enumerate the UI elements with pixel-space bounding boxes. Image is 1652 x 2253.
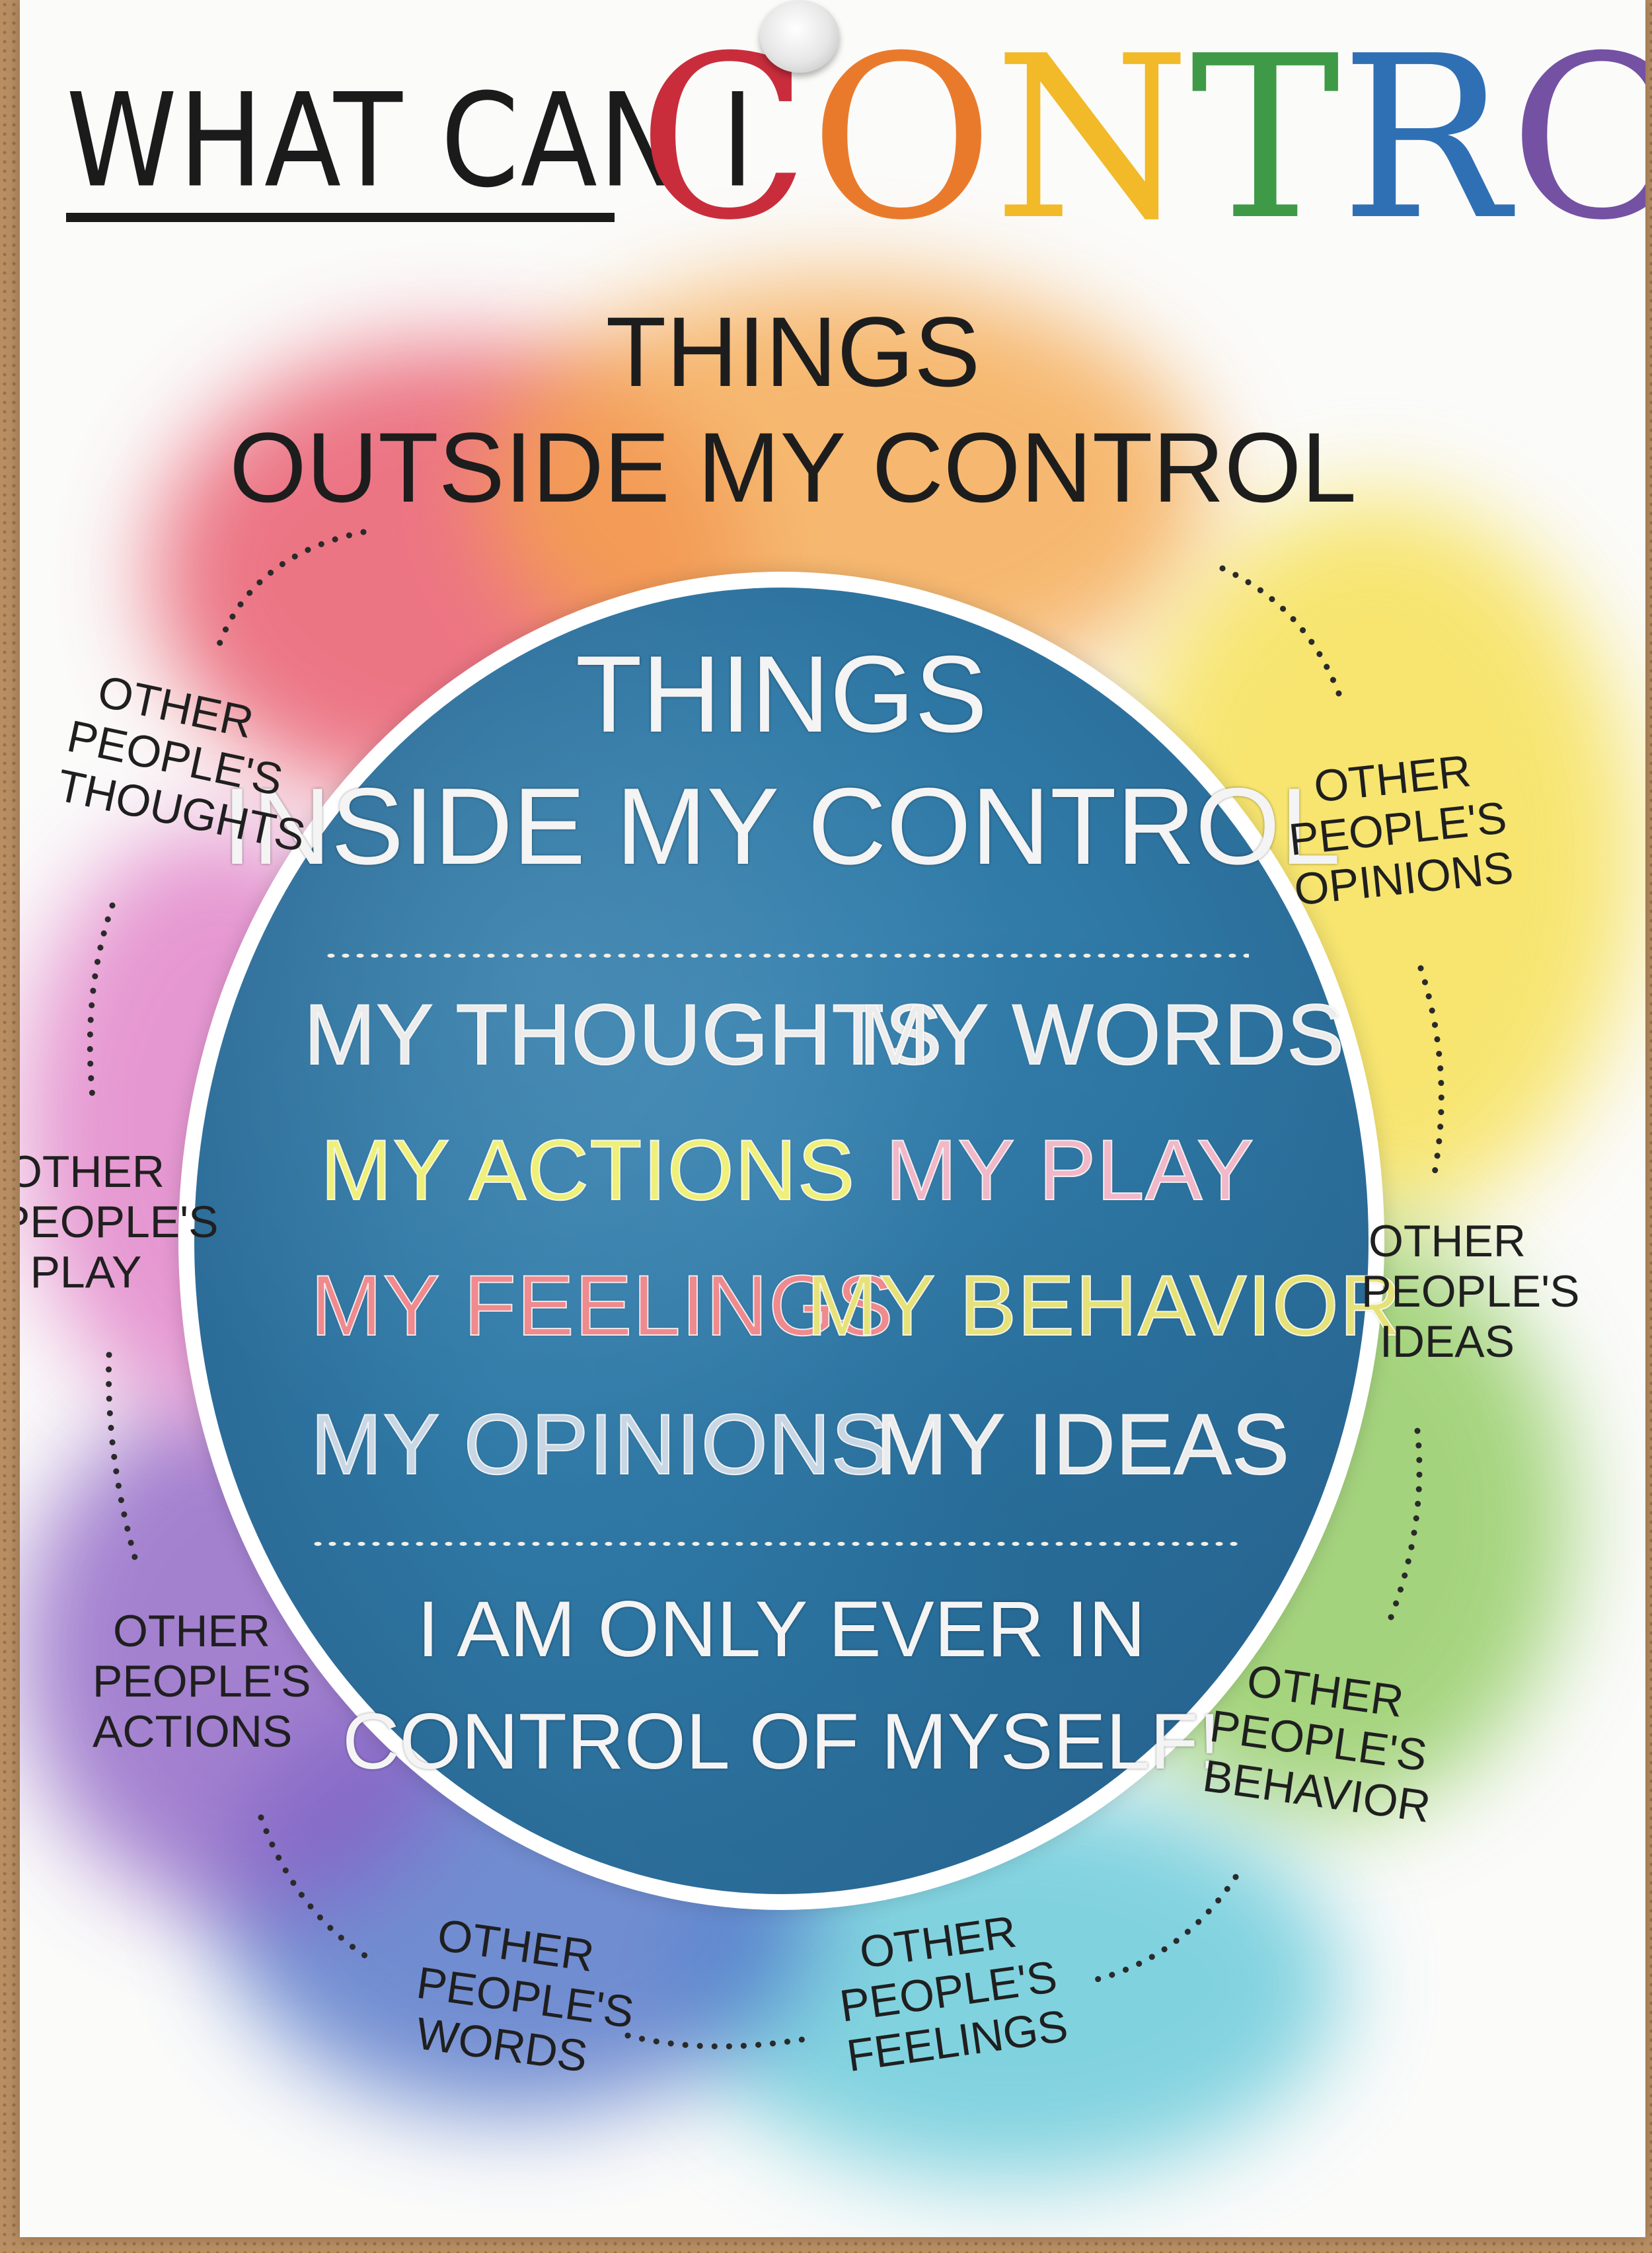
motto-line-2: CONTROL OF MYSELF! (342, 1697, 1221, 1786)
inside-item-opinions: MY OPINIONS (310, 1395, 889, 1493)
inside-heading-line-2: INSIDE MY CONTROL (221, 765, 1341, 887)
title-lead: WHAT CAN I (66, 66, 756, 217)
inside-heading-line-1: THINGS (575, 633, 988, 755)
title-letter-2: N (993, 8, 1191, 270)
inside-item-play: MY PLAY (885, 1121, 1255, 1219)
dotted-divider-top (324, 952, 1249, 960)
title-control-word: CONTROL? (638, 26, 1645, 251)
inside-item-thoughts: MY THOUGHTS (303, 985, 943, 1083)
poster: WHAT CAN I CONTROL? THINGS OUTSIDE MY CO… (20, 0, 1645, 2237)
outside-item-actions: OTHER PEOPLE'S ACTIONS (93, 1606, 311, 1757)
title-letter-5: O (1509, 8, 1645, 270)
motto-line-1: I AM ONLY EVER IN (417, 1585, 1146, 1673)
pushpin (760, 0, 839, 73)
inside-item-feelings: MY FEELINGS (310, 1256, 894, 1354)
inside-item-words: MY WORDS (858, 985, 1345, 1083)
title-letter-3: T (1190, 8, 1341, 270)
inner-circle (194, 588, 1369, 1894)
inside-item-behavior: MY BEHAVIOR (806, 1256, 1402, 1354)
title-underline (66, 213, 615, 222)
outside-heading-line-2: OUTSIDE MY CONTROL (229, 412, 1357, 523)
title-letter-1: O (809, 8, 994, 270)
outside-heading-line-1: THINGS (605, 296, 981, 407)
inside-heading: THINGS INSIDE MY CONTROL (194, 628, 1369, 892)
motto: I AM ONLY EVER IN CONTROL OF MYSELF! (194, 1573, 1369, 1798)
outside-heading: THINGS OUTSIDE MY CONTROL (20, 294, 1566, 525)
title-letter-4: R (1340, 8, 1510, 270)
outer-dotted-arcs (87, 529, 1445, 2049)
dotted-divider-bottom (311, 1540, 1242, 1548)
inside-item-actions: MY ACTIONS (320, 1121, 856, 1219)
inside-item-ideas: MY IDEAS (875, 1395, 1290, 1493)
